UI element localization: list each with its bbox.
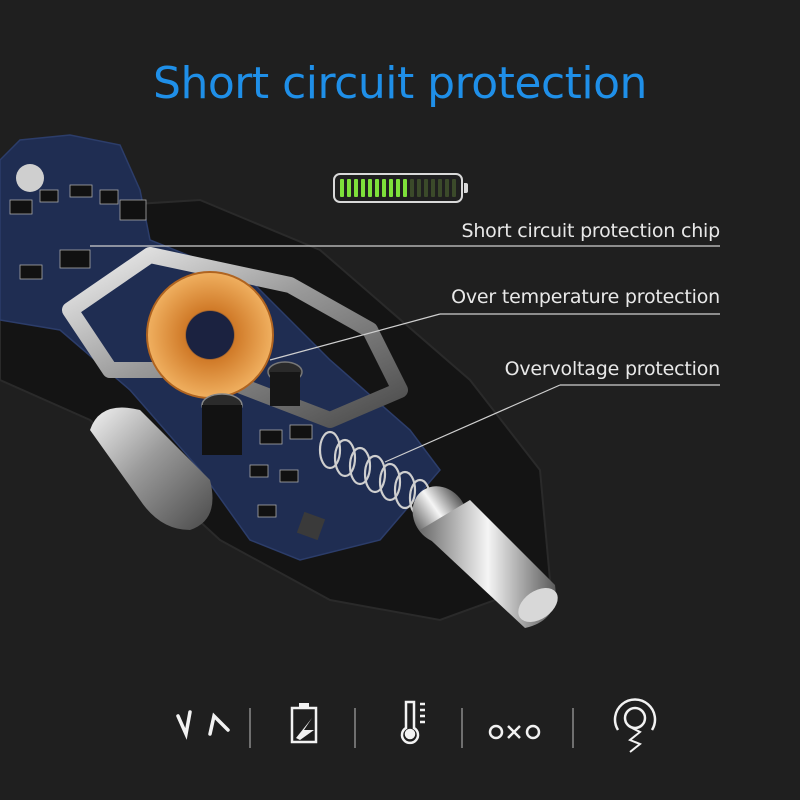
spring bbox=[318, 430, 432, 518]
callout-lines bbox=[90, 245, 720, 463]
battery-indicator bbox=[333, 173, 468, 203]
b-plus-pad bbox=[16, 164, 44, 192]
callout-temperature: Over temperature protection bbox=[451, 286, 720, 308]
thermometer-icon bbox=[400, 700, 425, 745]
battery-cell bbox=[403, 179, 407, 197]
battery-cell bbox=[424, 179, 428, 197]
callout-overvoltage: Overvoltage protection bbox=[504, 358, 721, 380]
metal-shield bbox=[62, 247, 408, 428]
battery-cell bbox=[375, 179, 379, 197]
battery-cell bbox=[431, 179, 435, 197]
battery-cell bbox=[445, 179, 449, 197]
battery-cell bbox=[368, 179, 372, 197]
callout-chip: Short circuit protection chip bbox=[461, 220, 720, 242]
battery-cell bbox=[354, 179, 358, 197]
battery-cell bbox=[361, 179, 365, 197]
page-title: Short circuit protection bbox=[153, 58, 647, 109]
battery-cell bbox=[340, 179, 344, 197]
battery-cell bbox=[396, 179, 400, 197]
battery-cell bbox=[382, 179, 386, 197]
feature-icon-bar bbox=[176, 698, 657, 753]
battery-cell bbox=[438, 179, 442, 197]
battery-cell bbox=[452, 179, 456, 197]
short-circuit-icon bbox=[488, 724, 541, 740]
battery-cell bbox=[410, 179, 414, 197]
charging-target-icon bbox=[613, 698, 657, 753]
battery-cell bbox=[347, 179, 351, 197]
battery-cell bbox=[389, 179, 393, 197]
battery-cells bbox=[340, 179, 456, 197]
center-tip bbox=[412, 486, 558, 628]
battery-cell bbox=[417, 179, 421, 197]
battery-flash-icon bbox=[290, 703, 318, 744]
current-waveform-icon bbox=[176, 710, 230, 740]
